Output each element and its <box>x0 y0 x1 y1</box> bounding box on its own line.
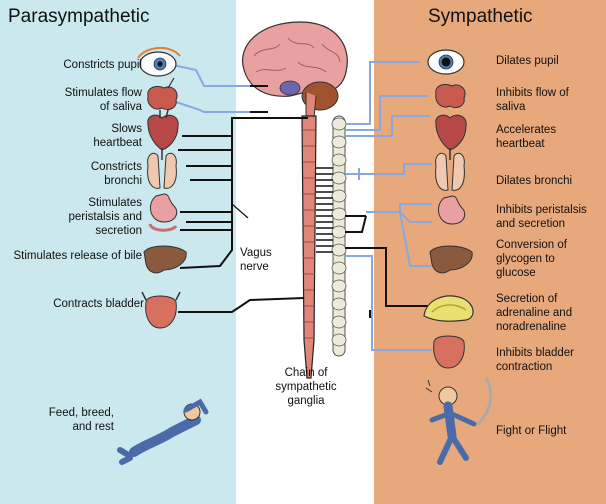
adrenal-gland-icon <box>423 295 474 322</box>
fighting-person-icon <box>425 377 493 465</box>
label-inhibits-saliva: Inhibits flow of saliva <box>496 87 569 113</box>
label-slows-heartbeat: Slows heartbeat <box>93 123 142 149</box>
label-inhibits-peristalsis: Inhibits peristalsis and secretion <box>496 204 587 230</box>
label-glycogen-glucose: Conversion of glycogen to glucose <box>496 239 567 279</box>
dilated-eye-icon <box>427 49 465 75</box>
label-inhibits-bladder: Inhibits bladder contraction <box>496 347 574 373</box>
sympathetic-panel <box>374 0 606 504</box>
sympathetic-title: Sympathetic <box>428 6 533 27</box>
label-constricts-pupil: Constricts pupil <box>63 59 142 71</box>
parasympathetic-nerves <box>167 63 308 313</box>
label-feed-breed-rest: Feed, breed, and rest <box>48 407 114 433</box>
label-chain-ganglia: Chain of sympathetic ganglia <box>275 367 337 407</box>
stomach-right-icon <box>437 195 466 225</box>
lungs-right-icon <box>435 148 465 191</box>
sympathetic-nerves <box>345 61 432 351</box>
liver-icon <box>143 245 187 274</box>
sympathetic-ganglia-chain <box>331 115 347 357</box>
label-stimulates-saliva: Stimulates flow of saliva <box>64 87 142 113</box>
eye-icon <box>137 47 181 77</box>
label-fight-or-flight: Fight or Flight <box>496 425 567 437</box>
heart-icon <box>147 109 179 151</box>
label-stimulates-peristalsis: Stimulates peristalsis and secretion <box>68 197 142 237</box>
ganglia-connectors <box>316 167 333 253</box>
label-vagus-nerve: Vagus nerve <box>240 247 272 273</box>
label-accelerates-heartbeat: Accelerates heartbeat <box>496 124 557 150</box>
lungs-icon <box>147 148 177 189</box>
salivary-gland-right-icon <box>435 83 466 109</box>
resting-person-icon <box>117 398 209 465</box>
brain-icon <box>241 21 348 119</box>
spinal-cord <box>301 115 317 379</box>
label-constricts-bronchi: Constricts bronchi <box>90 161 142 187</box>
salivary-gland-icon <box>147 77 178 111</box>
bladder-right-icon <box>433 335 465 369</box>
parasympathetic-title: Parasympathetic <box>8 6 150 27</box>
heart-right-icon <box>435 114 467 151</box>
label-dilates-pupil: Dilates pupil <box>496 55 559 67</box>
label-release-bile: Stimulates release of bile <box>13 250 142 262</box>
bladder-icon <box>141 291 181 329</box>
label-dilates-bronchi: Dilates bronchi <box>496 175 573 187</box>
label-adrenaline: Secretion of adrenaline and noradrenalin… <box>496 293 573 333</box>
label-contracts-bladder: Contracts bladder <box>53 298 144 310</box>
liver-right-icon <box>429 245 473 274</box>
stomach-intestine-icon <box>148 193 178 232</box>
